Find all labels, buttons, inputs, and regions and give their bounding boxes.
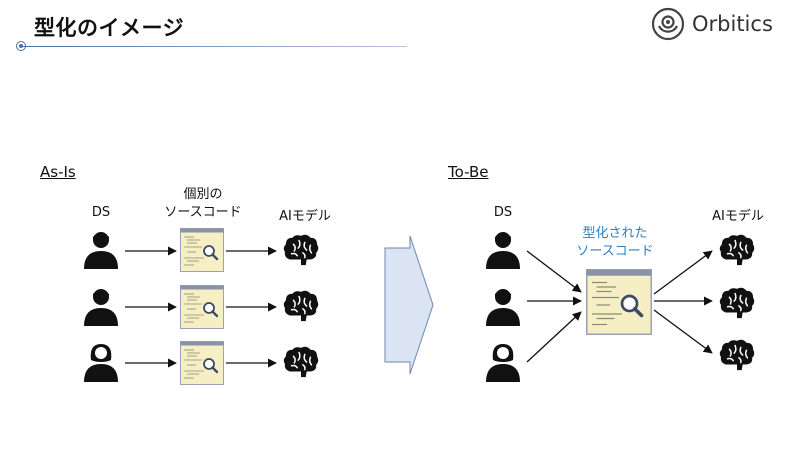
brain-icon [282,290,320,322]
to-be-code-label-line1: 型化された [582,226,648,241]
person-female-icon [486,344,520,382]
to-be-model-label: AIモデル [712,209,764,224]
brain-icon [718,287,756,319]
as-is-code-label: 個別の ソースコード [158,186,248,222]
to-be-code-label-line2: ソースコード [576,244,654,259]
arrow [526,250,582,293]
person-icon [84,232,118,269]
as-is-row-1 [84,228,320,272]
title-divider [22,46,407,47]
person-icon [486,232,520,269]
code-window-icon [586,269,652,335]
brand-logo: Orbitics [650,6,773,42]
brain-icon [282,346,320,378]
page-title: 型化のイメージ [34,16,185,40]
brain-icon [718,234,756,266]
person-female-icon [84,344,118,382]
to-be-diagram [486,232,756,382]
arrow [653,309,713,354]
as-is-row-2 [84,285,320,329]
brain-icon [282,234,320,266]
person-icon [84,289,118,326]
code-window-icon [180,285,224,329]
code-window-icon [180,228,224,272]
code-window-icon [180,341,224,385]
process-arrow-icon [384,235,434,375]
to-be-ds-label: DS [493,205,513,220]
as-is-label: As-Is [40,163,76,181]
to-be-code-label: 型化された ソースコード [570,225,660,261]
arrow [653,250,713,295]
as-is-row-3 [84,341,320,385]
as-is-ds-label: DS [91,205,111,220]
brain-icon [718,339,756,371]
person-icon [486,289,520,326]
as-is-code-label-line1: 個別の [183,187,223,202]
arrow [526,311,582,363]
as-is-code-label-line2: ソースコード [164,205,242,220]
logo-text: Orbitics [692,12,773,36]
as-is-model-label: AIモデル [279,209,331,224]
to-be-label: To-Be [448,163,489,181]
orbitics-logo-icon [651,7,685,41]
